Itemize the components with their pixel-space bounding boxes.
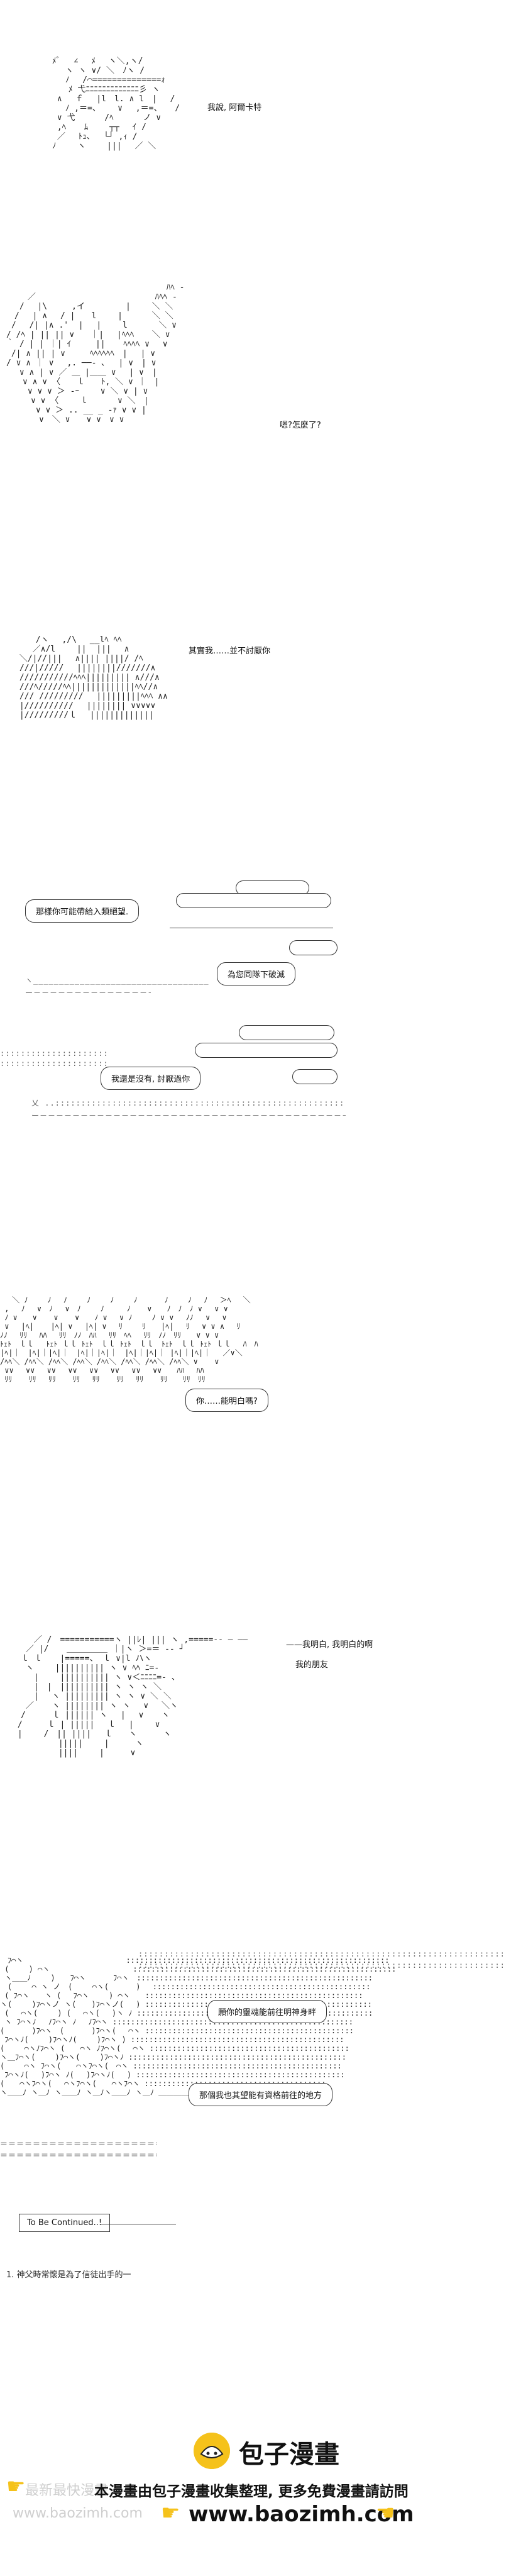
panel-7: ::::::::::::::::::::::::::::::::::::::::…: [0, 1950, 516, 2201]
panel-4: 那樣你可能帶給入類絕望. 為您同隊下破滅 ヽ__________________…: [0, 880, 516, 1208]
dotted-effect: ::::::::::::::::::::::::::::::::::::: [0, 1049, 107, 1058]
ascii-art-figure: ﾊﾍ - ／ ﾊﾍﾍ - / |\ ,イ | ＼ ＼ / | ∧ / | l |…: [6, 283, 185, 425]
dotted-effect: 乂 ..::::::::::::::::::::::::::::::::::::…: [31, 1099, 346, 1108]
ascii-art-figure: ／ / ===========ヽ ||ﾚ| ||| ヽ ,=====-- ― ―…: [17, 1635, 248, 1758]
dialogue-text: 其實我……並不討厭你: [189, 647, 271, 656]
dotted-effect: ::::::::::::::::::::::::::::::::::::::::…: [138, 1961, 503, 1970]
dotted-effect: ー－－－－－－－－－－－－－－－－－－－－－－－－－－－－－－－－－－－－－－－…: [31, 1111, 346, 1120]
panel-1: ﾒﾞ ∠ ﾒ ヽ＼,ヽ/ ヽ ヽ ∨/ ＼ ﾉヽ / ﾉ /⌒=========…: [0, 57, 516, 195]
speech-bubble: 你……能明白嗎?: [185, 1389, 268, 1412]
brand-slogan: 本漫畫由包子漫畫收集整理, 更多免費漫畫請訪問: [94, 2484, 409, 2500]
speech-bubble: 我還是沒有, 討厭過你: [101, 1067, 201, 1090]
ascii-art-figure: /ヽ ,/\ __lﾍ ﾍﾍ ／∧/l || ||| ∧ ＼/|//||| ∧|…: [19, 635, 168, 720]
ascii-art-figure: ﾒﾞ ∠ ﾒ ヽ＼,ヽ/ ヽ ヽ ∨/ ＼ ﾉヽ / ﾉ /⌒=========…: [52, 57, 180, 151]
to-be-continued-box: To Be Continued..!: [19, 2214, 111, 2232]
speech-bubble-decor: [195, 1043, 338, 1058]
dialogue-text: 我的朋友: [295, 1660, 329, 1670]
ending-section: To Be Continued..! 1. 神父時常懷是為了信徒出手的一: [0, 2214, 516, 2289]
speech-bubble-decor: [292, 1069, 338, 1084]
speech-bubble: 那個我也其望能有資格前往的地方: [189, 2083, 333, 2106]
speech-bubble: 為您同隊下破滅: [217, 962, 296, 985]
speech-bubble-decor: [289, 940, 338, 955]
dialogue-text: 我說, 阿爾卡特: [207, 103, 262, 113]
footnote-text: 1. 神父時常懷是為了信徒出手的一: [6, 2270, 131, 2280]
dotted-effect: ＝＝＝＝＝＝＝＝＝＝＝＝＝＝＝＝＝＝＝＝: [0, 2140, 157, 2148]
watermark-url-text: www.baozimh.com: [13, 2506, 143, 2521]
panel-6: ／ / ===========ヽ ||ﾚ| ||| ヽ ,=====-- ― ―…: [0, 1635, 516, 1799]
pointing-hand-icon: ☛: [161, 2501, 180, 2526]
pointing-hand-left-icon: ☚: [376, 2501, 395, 2526]
panel-3: /ヽ ,/\ __lﾍ ﾍﾍ ／∧/l || ||| ∧ ＼/|//||| ∧|…: [0, 635, 516, 780]
panel-5: ＼ ﾉ ﾉ ﾉ ﾉ ﾉ ﾉ ﾉ ﾉ ﾉ ＞ﾍ ＼ , ﾉ ∨ ﾉ ∨ ﾉ ﾉ ﾉ…: [0, 1296, 516, 1484]
brand-footer: 包子漫畫 最新最快漫畫 ☛ 本漫畫由包子漫畫收集整理, 更多免費漫畫請訪問 ww…: [0, 2428, 516, 2576]
dotted-effect: ー－－－－－－－－－－－－－－－: [25, 989, 151, 997]
speech-bubble-decor: [239, 1025, 334, 1040]
dialogue-text: 嗯?怎麼了?: [280, 421, 321, 430]
panel-2: ﾊﾍ - ／ ﾊﾍﾍ - / |\ ,イ | ＼ ＼ / | ∧ / | l |…: [0, 283, 516, 528]
watermark-text: 最新最快漫畫: [25, 2483, 109, 2499]
speech-bubble-decor: [176, 893, 331, 908]
dotted-effect: ヽ__________________________________: [25, 976, 209, 985]
dotted-effect: ::::::::::::::::::::::::::::::::::::: [0, 1059, 107, 1068]
speech-bubble: 願你的靈魂能前往明神身畔: [207, 2000, 327, 2023]
dotted-effect: ＝＝＝＝＝＝＝＝＝＝＝＝＝＝＝＝＝＝＝＝: [0, 2151, 157, 2160]
ascii-art-crowd: ＼ ﾉ ﾉ ﾉ ﾉ ﾉ ﾉ ﾉ ﾉ ﾉ ＞ﾍ ＼ , ﾉ ∨ ﾉ ∨ ﾉ ﾉ ﾉ…: [0, 1296, 258, 1384]
brand-url[interactable]: www.baozimh.com: [189, 2502, 414, 2527]
dialogue-text: ——我明白, 我明白的啊: [286, 1640, 373, 1650]
dotted-effect: ::::::::::::::::::::::::::::::::::::::::…: [138, 1950, 503, 1958]
pointing-hand-icon: ☛: [6, 2474, 26, 2499]
ascii-art-clouds: ﾌ⌒ヽ ::::::::::::::::::::::::::::::::::::…: [0, 1956, 397, 2097]
baozi-logo-icon: [194, 2433, 230, 2469]
speech-bubble: 那樣你可能帶給入類絕望.: [25, 899, 140, 923]
brand-name: 包子漫畫: [239, 2440, 339, 2469]
